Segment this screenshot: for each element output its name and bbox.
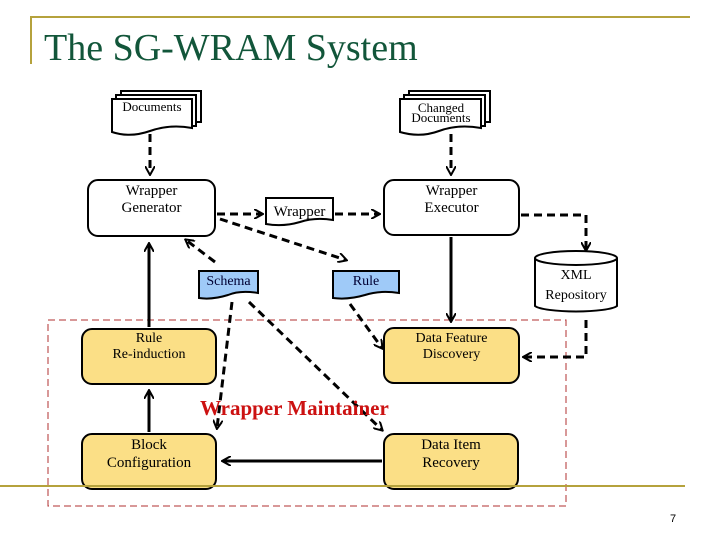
documents-node bbox=[111, 90, 202, 136]
rule-reinduction-node bbox=[81, 328, 217, 385]
wrapper-executor-label-line2: Executor bbox=[424, 200, 479, 216]
block-configuration-label-line1: Block bbox=[131, 437, 167, 453]
edge-executor-to-repository bbox=[521, 213, 586, 250]
data-item-recovery-node bbox=[383, 433, 519, 490]
rule-node bbox=[332, 270, 400, 300]
edge-schema-to-generator bbox=[186, 240, 216, 264]
data-item-recovery-label-line1: Data Item bbox=[421, 437, 481, 453]
schema-label: Schema bbox=[206, 274, 251, 289]
edge-schema-to-block-configuration bbox=[217, 301, 234, 428]
data-feature-discovery-label-line1: Data Feature bbox=[415, 331, 488, 346]
schema-node bbox=[198, 270, 259, 300]
bottom-rule bbox=[0, 485, 685, 487]
data-feature-discovery-label-line2: Discovery bbox=[422, 347, 481, 362]
rule-reinduction-label-line2: Re-induction bbox=[112, 347, 186, 362]
data-feature-discovery-node bbox=[383, 327, 520, 384]
changed-documents-node bbox=[399, 90, 491, 136]
xml-repository-label-line2: Repository bbox=[545, 288, 607, 303]
xml-repository-label-line1: XML bbox=[560, 268, 592, 283]
changed-documents-label-line2: Documents bbox=[411, 110, 471, 125]
slide-title: The SG-WRAM System bbox=[44, 27, 418, 69]
documents-label: Documents bbox=[122, 99, 182, 114]
wrapper-generator-label-line1: Wrapper bbox=[125, 183, 178, 199]
wrapper-executor-label-line1: Wrapper bbox=[425, 183, 478, 199]
edge-repository-to-discovery bbox=[524, 320, 588, 357]
page-number: 7 bbox=[670, 513, 677, 525]
changed-documents-label-line1: Changed bbox=[417, 100, 465, 115]
wrapper-node bbox=[265, 197, 334, 227]
data-item-recovery-label-line2: Recovery bbox=[422, 455, 480, 471]
wrapper-maintainer-label: Wrapper Maintainer bbox=[200, 396, 389, 420]
wrapper-executor-node bbox=[383, 179, 520, 236]
wrapper-generator-label-line2: Generator bbox=[121, 200, 182, 216]
rule-label: Rule bbox=[352, 274, 380, 289]
wrapper-maintainer-group bbox=[47, 319, 567, 507]
block-configuration-node bbox=[81, 433, 217, 490]
left-rule bbox=[30, 16, 32, 64]
wrapper-label: Wrapper bbox=[273, 204, 326, 220]
rule-reinduction-label-line1: Rule bbox=[135, 331, 163, 346]
xml-repository-node bbox=[534, 250, 618, 313]
edge-generator-to-rule bbox=[219, 217, 346, 260]
edge-schema-to-data-item-recovery bbox=[247, 300, 382, 430]
wrapper-generator-node bbox=[87, 179, 216, 237]
block-configuration-label-line2: Configuration bbox=[106, 455, 192, 471]
edge-rule-to-discovery bbox=[348, 303, 382, 348]
top-rule bbox=[30, 16, 690, 18]
